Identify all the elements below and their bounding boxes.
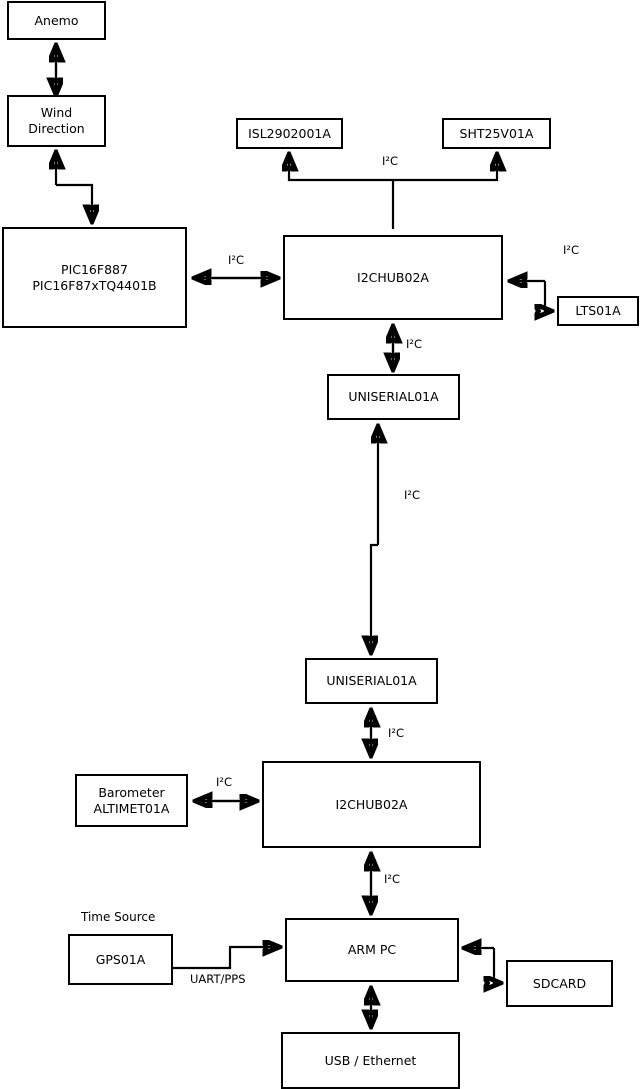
edge-label-hub-uniserial-top: I²C (406, 337, 423, 351)
edge-label-uniserial-hub-bottom: I²C (388, 726, 405, 740)
connector-uniserial-link (371, 427, 378, 652)
node-anemo[interactable]: Anemo (7, 1, 106, 40)
node-uniserial01a-top[interactable]: UNISERIAL01A (327, 374, 460, 420)
connector-pic-winddir (56, 153, 92, 221)
edge-label-barometer-hub: I²C (216, 775, 233, 789)
node-lts01a[interactable]: LTS01A (557, 296, 639, 326)
node-isl2902001a[interactable]: ISL2902001A (236, 118, 343, 149)
connector-hub-top-lts (511, 281, 551, 311)
node-arm-pc[interactable]: ARM PC (285, 918, 459, 982)
node-usb-ethernet[interactable]: USB / Ethernet (281, 1032, 460, 1089)
edge-label-hub-lts: I²C (563, 243, 580, 257)
node-wind-direction[interactable]: Wind Direction (7, 95, 106, 147)
node-sht25v01a[interactable]: SHT25V01A (442, 118, 551, 149)
node-sdcard[interactable]: SDCARD (506, 960, 613, 1007)
edge-label-hub-armpc: I²C (384, 872, 401, 886)
node-gps01a[interactable]: GPS01A (68, 934, 173, 985)
connector-armpc-sdcard (465, 948, 500, 983)
node-uniserial01a-bottom[interactable]: UNISERIAL01A (305, 658, 438, 704)
edge-label-uniserial-link: I²C (404, 488, 421, 502)
node-i2chub02a-top[interactable]: I2CHUB02A (283, 235, 503, 320)
label-time-source: Time Source (81, 910, 156, 924)
node-i2chub02a-bottom[interactable]: I2CHUB02A (262, 761, 481, 848)
node-barometer-altimet01a[interactable]: Barometer ALTIMET01A (75, 774, 188, 827)
node-pic-microcontroller[interactable]: PIC16F887 PIC16F87xTQ4401B (2, 227, 187, 328)
edge-label-gps-armpc: UART/PPS (190, 972, 246, 986)
edge-label-sensor-bus: I²C (382, 154, 399, 168)
connector-gps-armpc (173, 947, 279, 970)
edge-label-pic-hub: I²C (228, 253, 245, 267)
